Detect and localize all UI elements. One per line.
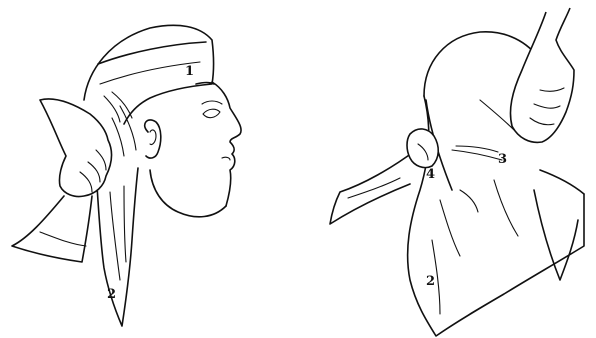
back-fold-3 xyxy=(480,100,514,130)
bandage-tail-fold xyxy=(110,192,120,280)
neck-outline xyxy=(150,170,226,217)
label-4: 4 xyxy=(426,167,435,182)
back-fold-4 xyxy=(460,190,478,212)
bandage-fold-3 xyxy=(120,106,136,150)
bandage-flap-fold xyxy=(40,232,86,246)
arm-right xyxy=(510,8,574,142)
label-2-left: 2 xyxy=(107,287,116,302)
bandage-cap xyxy=(84,25,214,124)
bandage-tail-left xyxy=(330,150,416,224)
label-3: 3 xyxy=(498,152,507,167)
eye xyxy=(203,109,220,117)
bandage-triangle xyxy=(408,96,584,336)
ear-inner xyxy=(150,130,156,145)
bandage-tail-right xyxy=(534,190,578,280)
label-2-right: 2 xyxy=(426,274,435,289)
back-fold-7 xyxy=(494,180,518,236)
bandage-fold-2 xyxy=(112,92,132,118)
eyebrow xyxy=(202,101,222,104)
bandage-fold-4 xyxy=(112,118,124,156)
head-side-view: 1 2 xyxy=(12,25,241,326)
shoulder-right xyxy=(540,170,584,194)
bandage-tail-fold-2 xyxy=(124,186,126,262)
hand-left-fig xyxy=(40,99,112,197)
bandage-tail xyxy=(96,168,138,326)
bandage-band xyxy=(98,42,206,64)
head-back-view: 3 4 2 xyxy=(330,8,584,336)
bandage-flap xyxy=(12,196,92,262)
label-1: 1 xyxy=(185,64,194,79)
face-profile xyxy=(212,82,241,206)
back-fold-5 xyxy=(440,200,460,256)
tail-left-fold xyxy=(348,178,400,198)
back-fold-1 xyxy=(452,150,502,160)
ear xyxy=(145,120,161,158)
mouth xyxy=(222,157,230,160)
